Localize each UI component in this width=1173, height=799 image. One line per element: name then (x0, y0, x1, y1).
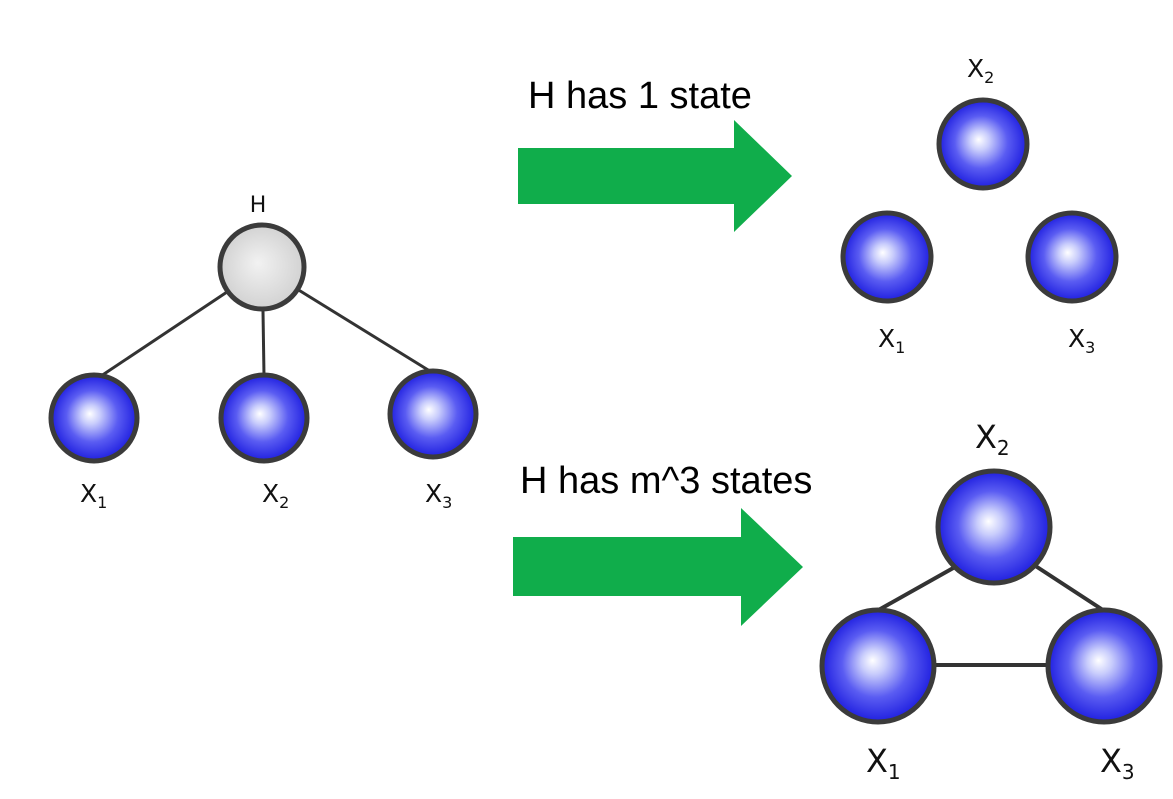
bottom-label-x1-base: X (866, 742, 888, 780)
bottom-arrow (513, 508, 803, 626)
top-label-x1-sub: 1 (895, 338, 905, 357)
edge-h-x1 (97, 288, 231, 380)
bottom-node-x3 (1045, 607, 1163, 725)
label-x2: X2 (262, 479, 289, 512)
left-graph: H X1 X2 X3 (48, 193, 479, 512)
node-x3 (387, 368, 479, 460)
top-label-x3-sub: 3 (1085, 338, 1095, 357)
label-x2-base: X (262, 479, 279, 508)
top-arrow-label: H has 1 state (528, 75, 752, 117)
bottom-label-x2-base: X (975, 418, 997, 456)
label-x2-sub: 2 (279, 493, 289, 512)
node-x1 (48, 372, 140, 464)
label-x3: X3 (425, 479, 452, 512)
top-node-x2 (936, 97, 1030, 191)
bottom-label-x1: X1 (866, 742, 901, 784)
top-label-x1-base: X (878, 324, 895, 353)
hidden-node-label: H (250, 193, 267, 218)
bottom-label-x3-sub: 3 (1122, 760, 1135, 784)
bottom-graph: X2 X1 X3 (819, 418, 1163, 784)
label-x1: X1 (80, 479, 107, 512)
label-x3-sub: 3 (442, 493, 452, 512)
bottom-edge-x1-x2 (874, 565, 956, 614)
top-node-x1 (840, 210, 934, 304)
label-x1-sub: 1 (97, 493, 107, 512)
bottom-node-x2 (935, 468, 1053, 586)
label-x1-base: X (80, 479, 97, 508)
node-x2 (218, 372, 310, 464)
top-arrow (518, 120, 792, 232)
top-graph: X2 X1 X3 (840, 54, 1119, 357)
top-label-x3-base: X (1068, 324, 1085, 353)
top-transform: H has 1 state (518, 75, 792, 232)
edge-h-x2 (261, 310, 266, 377)
bottom-label-x3-base: X (1100, 742, 1122, 780)
bottom-label-x2-sub: 2 (997, 436, 1010, 460)
bottom-arrow-label: H has m^3 states (520, 460, 812, 502)
bottom-transform: H has m^3 states (513, 460, 812, 626)
top-node-x3 (1025, 210, 1119, 304)
top-label-x2-base: X (967, 54, 984, 83)
top-label-x2: X2 (967, 54, 994, 87)
bottom-label-x2: X2 (975, 418, 1010, 460)
top-label-x1: X1 (878, 324, 905, 357)
bottom-edge-x2-x3 (1032, 563, 1108, 614)
top-label-x2-sub: 2 (984, 68, 994, 87)
top-label-x3: X3 (1068, 324, 1095, 357)
edge-h-x3 (296, 287, 434, 375)
hidden-node-h (217, 222, 307, 312)
label-x3-base: X (425, 479, 442, 508)
bottom-label-x1-sub: 1 (888, 760, 901, 784)
bottom-node-x1 (819, 607, 937, 725)
bottom-label-x3: X3 (1100, 742, 1135, 784)
